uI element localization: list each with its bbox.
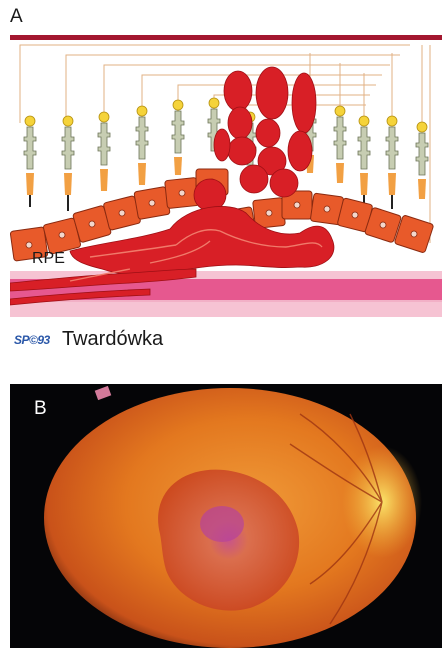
rpe-label: RPE	[32, 250, 65, 268]
fundus-photograph	[10, 384, 442, 648]
signature-mark: SP©93	[14, 333, 50, 347]
central-hemorrhage	[200, 506, 244, 542]
panel-b-label: B	[34, 398, 47, 420]
inner-retina-line	[10, 35, 442, 40]
sclera-label: Twardówka	[62, 328, 163, 351]
panel-a-label: A	[10, 6, 23, 28]
cnv-schematic-diagram	[10, 33, 442, 356]
